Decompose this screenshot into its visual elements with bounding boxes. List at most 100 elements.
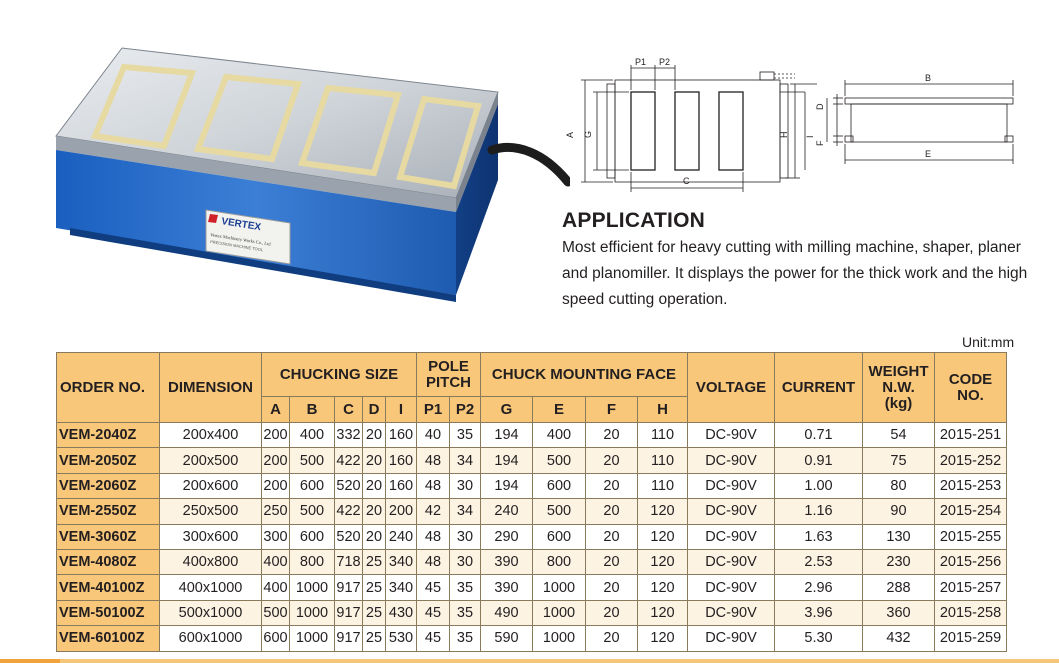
table-cell: 194 bbox=[480, 472, 533, 500]
table-cell: 35 bbox=[449, 421, 481, 449]
table-cell: 530 bbox=[385, 625, 417, 652]
table-cell: 1000 bbox=[532, 599, 586, 627]
table-cell: 120 bbox=[637, 548, 688, 576]
table-cell: 600 bbox=[261, 625, 290, 652]
table-cell: 120 bbox=[637, 498, 688, 525]
table-cell: 200 bbox=[261, 447, 290, 474]
table-cell: 25 bbox=[362, 625, 386, 652]
header-order-no: ORDER NO. bbox=[56, 352, 160, 423]
table-cell: 2015-253 bbox=[934, 472, 1007, 500]
table-cell: 1.63 bbox=[774, 523, 863, 550]
table-cell: 30 bbox=[449, 472, 481, 500]
table-cell: 160 bbox=[385, 447, 417, 474]
table-cell: 90 bbox=[862, 498, 935, 525]
table-cell: 110 bbox=[637, 421, 688, 449]
product-photo: VERTEX Vertex Machinery Works Co., Ltd P… bbox=[55, 47, 570, 302]
sub-header-p1: P1 bbox=[416, 396, 450, 423]
svg-text:E: E bbox=[925, 149, 931, 159]
table-cell: 110 bbox=[637, 472, 688, 500]
table-cell: DC-90V bbox=[687, 574, 775, 601]
table-cell: 120 bbox=[637, 599, 688, 627]
table-cell: 194 bbox=[480, 447, 533, 474]
table-cell: 430 bbox=[385, 599, 417, 627]
table-cell: 2015-251 bbox=[934, 421, 1007, 449]
sub-header-f: F bbox=[585, 396, 638, 423]
order-no-cell: VEM-50100Z bbox=[56, 599, 160, 627]
table-cell: 20 bbox=[362, 498, 386, 525]
table-cell: DC-90V bbox=[687, 548, 775, 576]
table-cell: 20 bbox=[362, 447, 386, 474]
table-cell: 200x400 bbox=[159, 421, 262, 449]
table-cell: 360 bbox=[862, 599, 935, 627]
table-cell: 120 bbox=[637, 523, 688, 550]
svg-text:P1: P1 bbox=[635, 57, 646, 67]
order-no-cell: VEM-40100Z bbox=[56, 574, 160, 601]
table-cell: 2.53 bbox=[774, 548, 863, 576]
table-cell: 45 bbox=[416, 574, 450, 601]
table-cell: 42 bbox=[416, 498, 450, 525]
sub-header-d: D bbox=[362, 396, 386, 423]
table-cell: 520 bbox=[334, 523, 363, 550]
table-cell: 500x1000 bbox=[159, 599, 262, 627]
table-cell: 422 bbox=[334, 447, 363, 474]
table-cell: 120 bbox=[637, 625, 688, 652]
order-no-cell: VEM-60100Z bbox=[56, 625, 160, 652]
table-cell: 2015-255 bbox=[934, 523, 1007, 550]
bottom-rule-accent bbox=[0, 659, 60, 663]
table-cell: 20 bbox=[585, 447, 638, 474]
table-cell: 400 bbox=[261, 548, 290, 576]
table-cell: 48 bbox=[416, 523, 450, 550]
name-plate: VERTEX Vertex Machinery Works Co., Ltd P… bbox=[205, 209, 291, 265]
order-no-cell: VEM-4080Z bbox=[56, 548, 160, 576]
table-cell: 2015-252 bbox=[934, 447, 1007, 474]
table-cell: 1.16 bbox=[774, 498, 863, 525]
table-cell: 340 bbox=[385, 574, 417, 601]
table-cell: 288 bbox=[862, 574, 935, 601]
table-cell: 34 bbox=[449, 498, 481, 525]
table-cell: 20 bbox=[585, 421, 638, 449]
table-cell: 20 bbox=[585, 498, 638, 525]
table-cell: DC-90V bbox=[687, 421, 775, 449]
table-cell: 520 bbox=[334, 472, 363, 500]
table-cell: 490 bbox=[480, 599, 533, 627]
application-title: APPLICATION bbox=[562, 209, 705, 232]
table-cell: 400x800 bbox=[159, 548, 262, 576]
table-cell: 917 bbox=[334, 625, 363, 652]
table-cell: 230 bbox=[862, 548, 935, 576]
table-cell: 240 bbox=[385, 523, 417, 550]
table-cell: 0.71 bbox=[774, 421, 863, 449]
table-cell: 590 bbox=[480, 625, 533, 652]
table-cell: 340 bbox=[385, 548, 417, 576]
table-cell: 35 bbox=[449, 574, 481, 601]
table-cell: 200 bbox=[261, 472, 290, 500]
table-cell: 30 bbox=[449, 548, 481, 576]
table-cell: 20 bbox=[585, 625, 638, 652]
order-no-cell: VEM-2060Z bbox=[56, 472, 160, 500]
svg-text:H: H bbox=[779, 132, 789, 139]
table-cell: 600 bbox=[532, 523, 586, 550]
table-cell: 400 bbox=[532, 421, 586, 449]
table-cell: 20 bbox=[362, 421, 386, 449]
header-dimension: DIMENSION bbox=[159, 352, 262, 423]
table-cell: 500 bbox=[261, 599, 290, 627]
table-cell: 1.00 bbox=[774, 472, 863, 500]
svg-text:C: C bbox=[683, 176, 690, 186]
svg-text:F: F bbox=[815, 140, 825, 146]
unit-label: Unit:mm bbox=[962, 334, 1015, 350]
table-cell: 3.96 bbox=[774, 599, 863, 627]
table-cell: 130 bbox=[862, 523, 935, 550]
table-cell: 400 bbox=[261, 574, 290, 601]
table-cell: 800 bbox=[289, 548, 335, 576]
table-cell: 48 bbox=[416, 548, 450, 576]
table-cell: 1000 bbox=[289, 625, 335, 652]
table-cell: 2015-259 bbox=[934, 625, 1007, 652]
